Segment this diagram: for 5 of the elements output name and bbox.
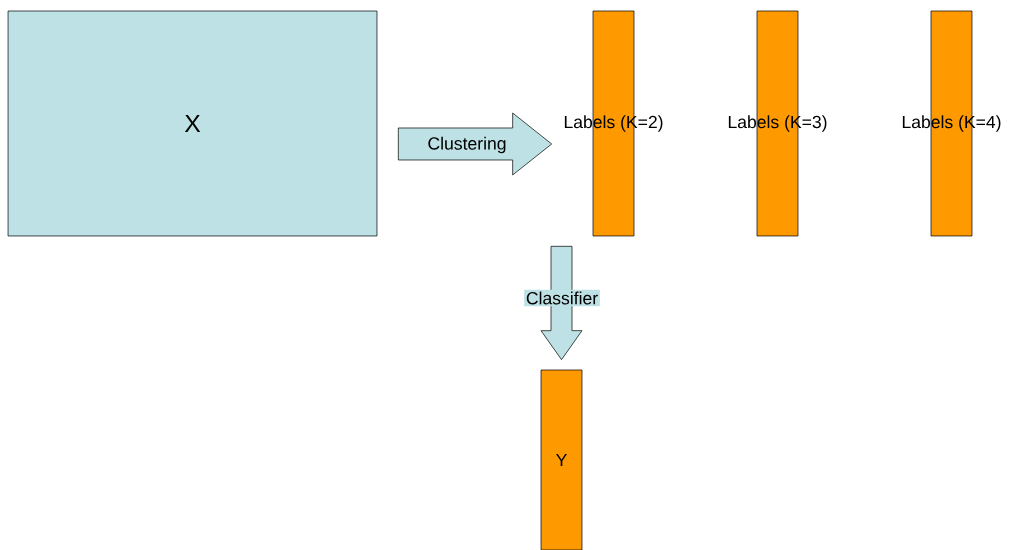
label-bar: Y xyxy=(540,369,583,550)
data-box: X xyxy=(7,10,378,237)
edge-label: Classifier xyxy=(524,289,600,307)
edge-label: Clustering xyxy=(425,135,509,155)
block-arrow xyxy=(540,245,583,360)
